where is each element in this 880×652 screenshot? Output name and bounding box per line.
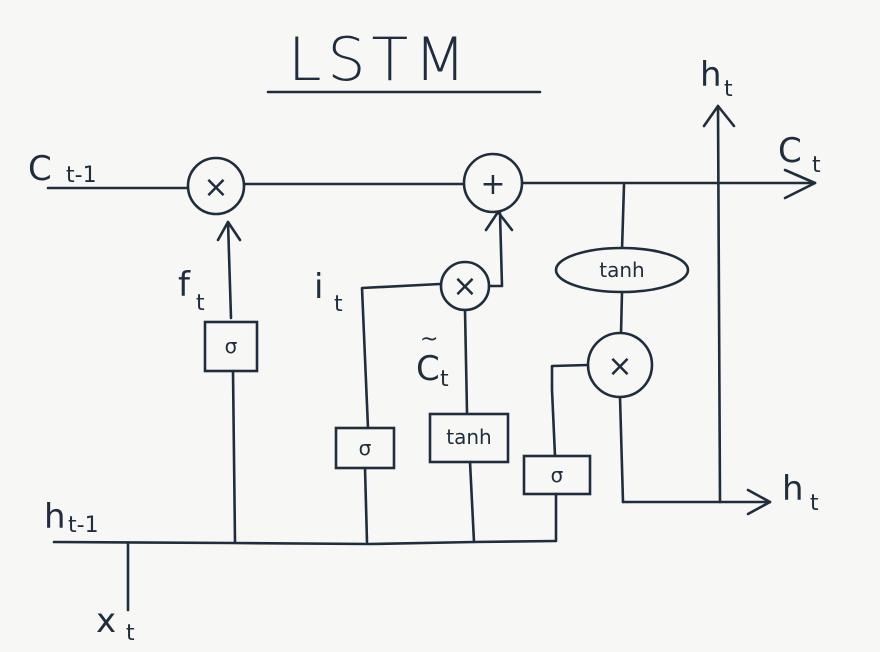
output-down-line — [618, 395, 625, 504]
f-gate-subscript: t — [196, 291, 205, 316]
output-gate-line — [550, 363, 590, 458]
i-gate-label: i — [314, 267, 323, 307]
c-tilde-subscript: t — [440, 367, 449, 392]
input-multiply-symbol: × — [452, 269, 477, 304]
candidate-tanh-label: tanh — [446, 425, 491, 449]
c-out-label: C — [778, 131, 802, 171]
forget-input-line — [231, 369, 237, 544]
output-multiply-symbol: × — [607, 349, 632, 384]
forget-sigma-box — [203, 320, 259, 373]
c-prev-label: C — [28, 149, 52, 189]
tanh-to-multiply-line — [619, 290, 624, 336]
h-prev-subscript: t-1 — [68, 513, 99, 538]
h-top-label: h — [700, 55, 722, 95]
candidate-tanh-box — [428, 412, 510, 464]
candidate-line — [463, 308, 469, 414]
hidden-up-line — [716, 104, 722, 504]
forget-gate-line — [226, 220, 233, 320]
c-tilde-label: C — [416, 349, 440, 389]
output-tanh-label: tanh — [599, 258, 644, 282]
input-to-add-line — [487, 211, 504, 288]
i-gate-subscript: t — [334, 292, 343, 317]
output-sigma-label: σ — [551, 463, 564, 487]
h-right-label: h — [782, 469, 804, 509]
diagram-title: LSTM — [288, 25, 472, 95]
x-input-subscript: t — [126, 621, 135, 646]
input-sigma-input-line — [363, 466, 369, 544]
h-prev-label: h — [44, 497, 66, 537]
c-tilde-mark: ~ — [420, 327, 438, 352]
forget-multiply-node — [186, 156, 246, 216]
cell-to-tanh-line — [620, 183, 626, 252]
h-top-subscript: t — [724, 77, 733, 102]
x-input-label: x — [96, 601, 116, 641]
input-to-add-arrowhead — [484, 210, 514, 232]
c-prev-subscript: t-1 — [66, 163, 97, 188]
forget-multiply-symbol: × — [203, 170, 228, 205]
cell-add-node — [462, 152, 524, 214]
candidate-input-line — [468, 460, 476, 544]
forget-sigma-label: σ — [225, 334, 238, 358]
h-right-subscript: t — [810, 491, 819, 516]
forget-gate-arrowhead — [216, 220, 242, 242]
hidden-out-arrowhead — [746, 488, 772, 516]
input-gate-line — [360, 282, 442, 430]
hidden-up-arrowhead — [702, 104, 736, 128]
f-gate-label: f — [178, 265, 191, 305]
input-bus-line — [52, 539, 558, 546]
input-sigma-label: σ — [359, 436, 372, 460]
cell-add-symbol: + — [480, 167, 505, 202]
c-out-subscript: t — [812, 153, 821, 178]
cell-state-arrowhead — [783, 168, 817, 200]
